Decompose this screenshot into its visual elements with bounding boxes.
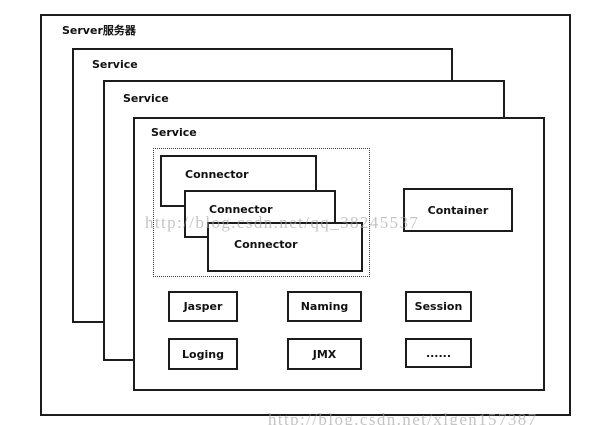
service-label-3: Service — [151, 126, 197, 139]
server-label: Server服务器 — [62, 24, 136, 37]
jasper-label: Jasper — [183, 300, 223, 313]
connector-label-2: Connector — [209, 203, 273, 216]
connectors-group-border — [153, 148, 370, 277]
container-box: Container — [403, 188, 513, 232]
session-box: Session — [405, 291, 472, 322]
jasper-box: Jasper — [168, 291, 238, 322]
connector-box-3: Connector — [207, 222, 363, 272]
loging-label: Loging — [182, 347, 224, 361]
jmx-box: JMX — [287, 338, 362, 370]
ellipsis-box: ...... — [405, 338, 472, 368]
loging-box: Loging — [168, 338, 238, 370]
container-label: Container — [427, 203, 489, 217]
ellipsis-label: ...... — [425, 346, 452, 360]
naming-box: Naming — [287, 291, 362, 322]
jmx-label: JMX — [312, 347, 337, 361]
service-label-1: Service — [92, 58, 138, 71]
connector-label-1: Connector — [185, 168, 249, 181]
service-label-2: Service — [123, 92, 169, 105]
naming-label: Naming — [300, 300, 349, 313]
session-label: Session — [414, 300, 463, 313]
connector-label-3: Connector — [234, 238, 298, 251]
